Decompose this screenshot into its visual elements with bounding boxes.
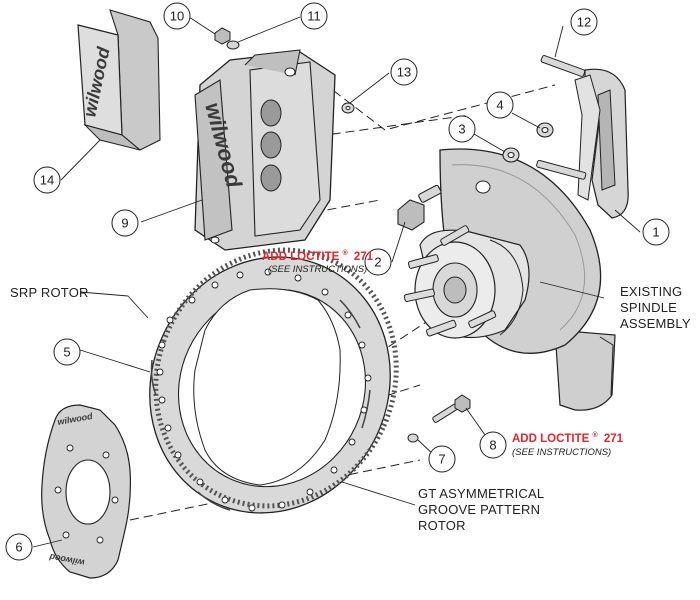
loctite-instructions-note: (SEE INSTRUCTIONS) [512, 447, 611, 458]
svg-text:ADD LOCTITE ® 271: ADD LOCTITE ® 271 [512, 428, 624, 445]
loctite-instructions-note: (SEE INSTRUCTIONS) [268, 264, 367, 275]
caliper-body: wilwood [194, 49, 336, 251]
callout-4: 4 [486, 91, 514, 119]
callout-1: 1 [642, 218, 670, 246]
loctite-note-bolt-8: ADD LOCTITE ® 271 (SEE INSTRUCTIONS) [512, 428, 624, 458]
leader-lines [32, 16, 641, 548]
label-existing-line3: ASSEMBLY [620, 316, 691, 331]
shim-washers [502, 122, 554, 163]
callout-13: 13 [390, 58, 418, 86]
loctite-number: 271 [604, 433, 624, 445]
caliper-mounting-bracket [574, 68, 629, 219]
loctite-registered-mark: ® [343, 249, 349, 257]
callout-number: 5 [63, 345, 70, 360]
rotor-drill-holes [156, 268, 372, 512]
callout-number: 4 [496, 98, 503, 113]
srp-rotor [149, 247, 399, 514]
callout-2: 2 [364, 248, 392, 276]
label-existing-line1: EXISTING [620, 284, 682, 299]
callout-3: 3 [448, 115, 476, 143]
label-existing-line2: SPINDLE [620, 300, 677, 315]
svg-text:ADD LOCTITE ® 271: ADD LOCTITE ® 271 [262, 246, 374, 263]
loctite-text: ADD LOCTITE [262, 251, 340, 263]
callout-number: 3 [458, 122, 465, 137]
loctite-registered-mark: ® [593, 431, 599, 439]
rotor-grooves [150, 299, 371, 511]
callout-number: 10 [170, 9, 184, 24]
bracket-mounting-bolts [536, 55, 587, 180]
label-gt-line3: ROTOR [418, 518, 466, 533]
callout-5: 5 [53, 338, 81, 366]
hat-bolt [407, 394, 471, 443]
loctite-text: ADD LOCTITE [512, 433, 590, 445]
loctite-number: 271 [354, 251, 374, 263]
callout-10: 10 [163, 2, 191, 30]
callout-number: 1 [652, 225, 659, 240]
bleeder-fittings [214, 27, 355, 114]
callout-number: 8 [489, 438, 496, 453]
label-gt-line2: GROOVE PATTERN [418, 502, 540, 517]
existing-spindle-assembly [403, 148, 616, 411]
callout-8: 8 [479, 431, 507, 459]
callout-number: 14 [40, 173, 54, 188]
brake-pad: wilwood [77, 9, 161, 151]
callout-number: 7 [438, 452, 445, 467]
label-srp-rotor: SRP ROTOR [10, 285, 89, 300]
callout-number: 9 [121, 216, 128, 231]
callout-number: 12 [577, 15, 591, 30]
callout-number: 2 [374, 255, 381, 270]
callout-9: 9 [111, 209, 139, 237]
callout-7: 7 [428, 445, 456, 473]
callout-number: 6 [15, 540, 22, 555]
loctite-note-bolt-2: ADD LOCTITE ® 271 (SEE INSTRUCTIONS) [262, 246, 374, 275]
rotor-hat: wilwood wilwood [41, 404, 132, 579]
callout-14: 14 [33, 166, 61, 194]
callout-6: 6 [5, 533, 33, 561]
label-gt-line1: GT ASYMMETRICAL [418, 486, 544, 501]
callout-11: 11 [300, 2, 328, 30]
callout-12: 12 [570, 8, 598, 36]
callout-number: 13 [397, 65, 411, 80]
callout-number: 11 [307, 9, 321, 24]
